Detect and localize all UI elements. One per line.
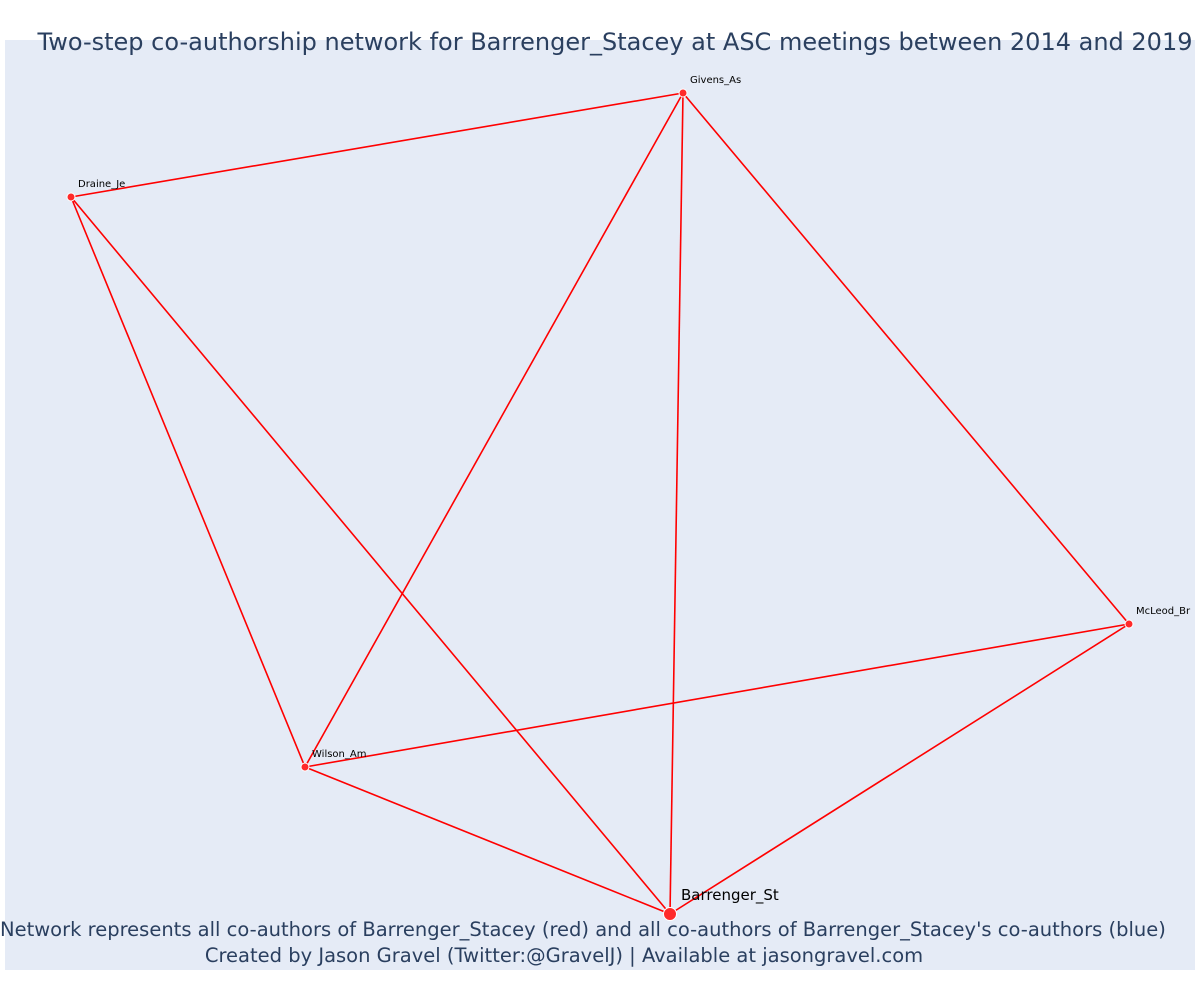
edge-mcleod-br-wilson-am [304, 623, 1130, 768]
node-barrenger-st[interactable] [663, 907, 677, 921]
node-givens-as[interactable] [678, 88, 688, 98]
caption-network-description: Network represents all co-authors of Bar… [0, 918, 1166, 941]
edge-draine-je-givens-as [70, 92, 684, 198]
node-wilson-am[interactable] [300, 762, 310, 772]
node-label-mcleod-br: McLeod_Br [1136, 606, 1191, 617]
plot-background [5, 40, 1195, 970]
node-mcleod-br[interactable] [1124, 619, 1134, 629]
node-draine-je[interactable] [66, 192, 76, 202]
edge-givens-as-wilson-am [304, 92, 684, 768]
node-label-barrenger-st: Barrenger_St [681, 886, 779, 905]
edge-mcleod-br-barrenger-st [669, 623, 1130, 915]
edge-draine-je-wilson-am [70, 196, 306, 768]
edge-draine-je-barrenger-st [70, 196, 671, 915]
chart-title: Two-step co-authorship network for Barre… [37, 28, 1193, 56]
node-label-wilson-am: Wilson_Am [312, 749, 366, 760]
node-label-givens-as: Givens_As [690, 75, 741, 86]
caption-credits: Created by Jason Gravel (Twitter:@Gravel… [204, 944, 924, 967]
node-label-draine-je: Draine_Je [78, 179, 125, 190]
edge-wilson-am-barrenger-st [304, 766, 671, 915]
edge-givens-as-mcleod-br [682, 92, 1130, 625]
edge-givens-as-barrenger-st [669, 92, 684, 915]
